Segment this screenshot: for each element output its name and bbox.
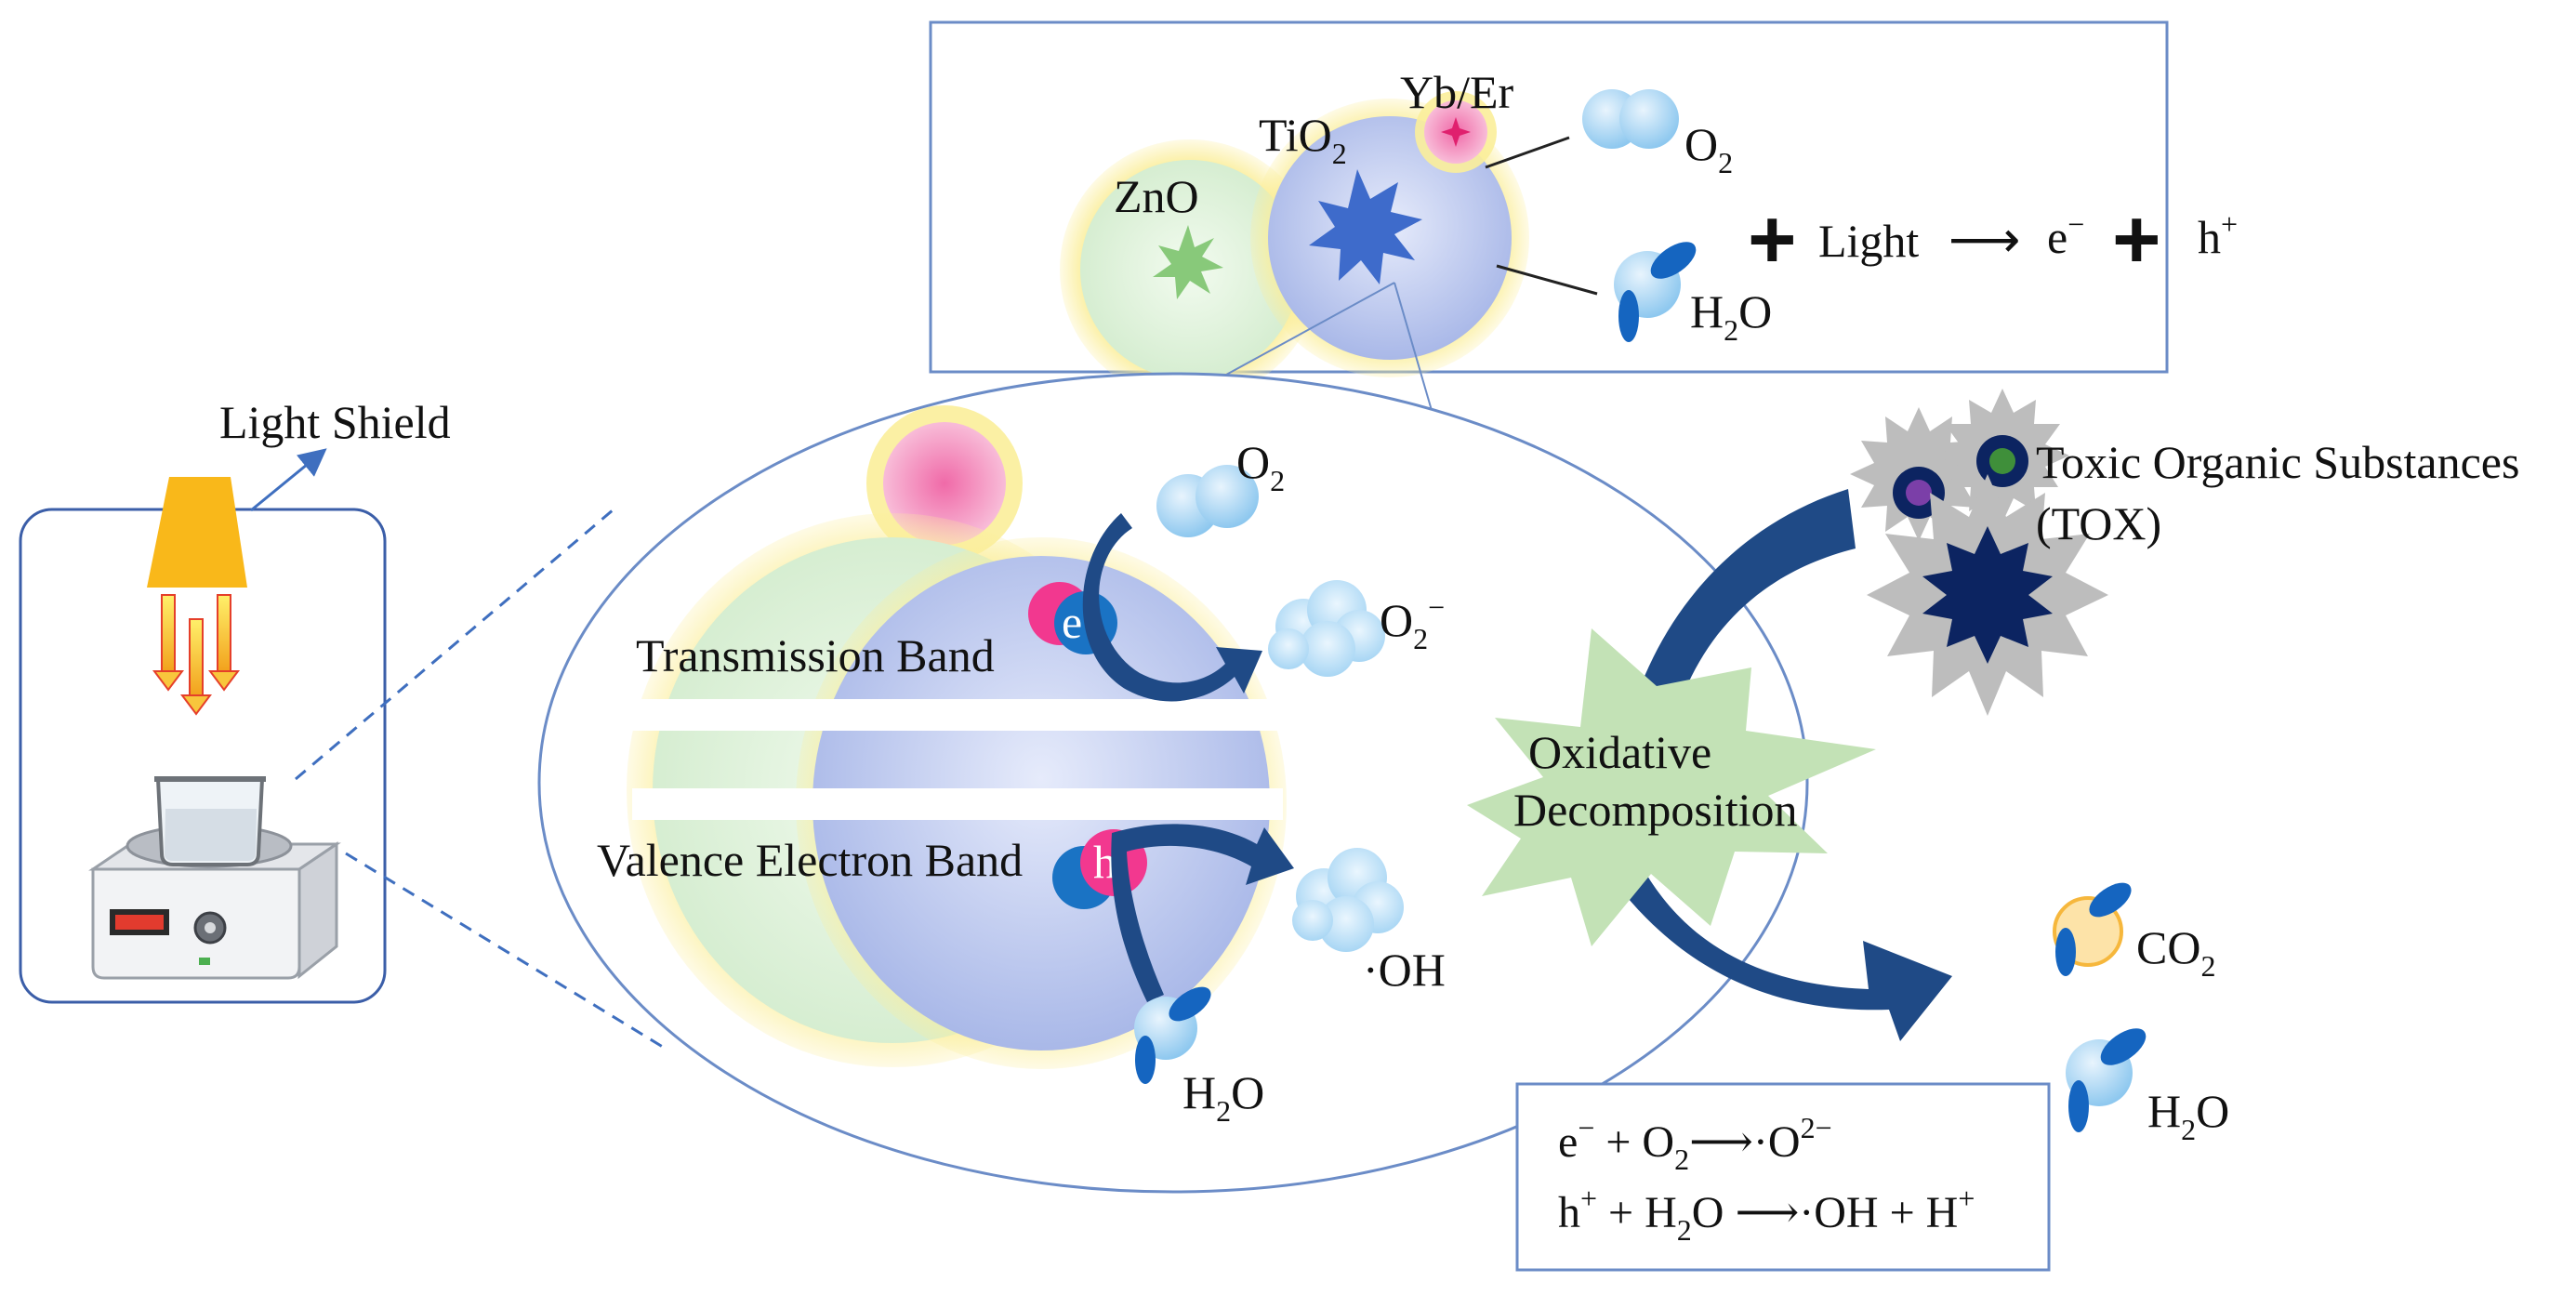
burst-label-line2: Decomposition <box>1513 784 1798 836</box>
o2-label: O2 <box>1684 118 1733 179</box>
zno-label: ZnO <box>1114 170 1199 222</box>
o2-molecule-icon <box>1156 465 1259 537</box>
tio2-label: TiO2 <box>1259 109 1347 170</box>
tox-particle-icon <box>1935 389 2069 522</box>
o2-label: O2 <box>1236 436 1285 497</box>
electron-label: e− <box>2047 207 2084 263</box>
zoom-line-right <box>1394 282 1438 430</box>
hydroxyl-cloud-icon <box>1292 848 1404 952</box>
zoom-line-lower <box>345 852 667 1051</box>
hydroxyl-label: ·OH <box>1363 944 1446 996</box>
hole-transfer-arrow <box>1111 824 1294 1002</box>
superoxide-label: O2− <box>1380 590 1445 655</box>
electron-transfer-arrow <box>1082 513 1262 702</box>
h2o-molecule-icon <box>1134 986 1211 1084</box>
transmission-band-label: Transmission Band <box>636 629 995 681</box>
h2o-molecule-icon <box>2066 1028 2147 1132</box>
output-arrow <box>1623 876 1952 1041</box>
plus-sign-1: + <box>1748 193 1797 286</box>
light-beams <box>152 594 240 716</box>
composite-particle-small <box>1060 91 1529 400</box>
mechanism-ellipse: Transmission Band Valence Electron Band … <box>537 372 1809 1194</box>
zoom-line-upper <box>295 508 614 781</box>
reaction-arrow: ⟶ <box>1949 210 2020 269</box>
beam-arrow-icon <box>180 618 212 716</box>
h2o-label: H2O <box>1182 1066 1264 1128</box>
apparatus: Light Shield <box>19 396 451 1004</box>
valence-band-label: Valence Electron Band <box>597 834 1023 886</box>
composite-particle-large <box>627 405 1287 1069</box>
light-label: Light <box>1818 215 1919 267</box>
hole-label: h+ <box>2198 207 2238 263</box>
zoom-line-left <box>1217 282 1395 380</box>
beam-arrow-icon <box>152 594 184 692</box>
equations-box: e− + O2⟶·O2− h+ + H2O ⟶·OH + H+ <box>1515 1082 2051 1272</box>
o2-leader <box>1485 136 1570 169</box>
plus-sign-2: + <box>2112 193 2161 286</box>
h2o-molecule-icon <box>1614 242 1697 342</box>
tox-label-line1: Toxic Organic Substances <box>2036 436 2519 488</box>
zno-star-icon <box>1153 225 1223 299</box>
h2o-leader <box>1496 264 1598 296</box>
tox-label-line2: (TOX) <box>2036 497 2161 549</box>
dopant-star-icon <box>1441 117 1471 147</box>
shield-pointer <box>250 448 327 512</box>
h2o-label: H2O <box>2147 1085 2229 1146</box>
equation-2: h+ + H2O ⟶·OH + H+ <box>1558 1182 1975 1247</box>
top-panel-frame <box>929 20 2169 374</box>
dopant-label: Yb/Er <box>1400 66 1514 118</box>
tio2-star-icon <box>1309 169 1422 284</box>
o2-molecule-icon <box>1582 89 1679 149</box>
beaker-icon <box>154 776 266 866</box>
tox-particle-icon <box>1867 474 2108 716</box>
burst-label-line1: Oxidative <box>1528 726 1711 778</box>
h2o-label: H2O <box>1690 285 1772 347</box>
lamp-icon <box>147 477 247 588</box>
top-panel: ZnO TiO2 Yb/Er O2 H2O + Light ⟶ e− + <box>929 20 2238 400</box>
light-shield-label: Light Shield <box>219 396 451 448</box>
beam-arrow-icon <box>208 594 240 692</box>
co2-label: CO2 <box>2136 921 2215 983</box>
superoxide-cloud-icon <box>1268 580 1385 677</box>
co2-molecule-icon <box>2053 882 2132 976</box>
equation-1: e− + O2⟶·O2− <box>1558 1111 1832 1176</box>
oxidative-burst <box>1467 628 1876 946</box>
